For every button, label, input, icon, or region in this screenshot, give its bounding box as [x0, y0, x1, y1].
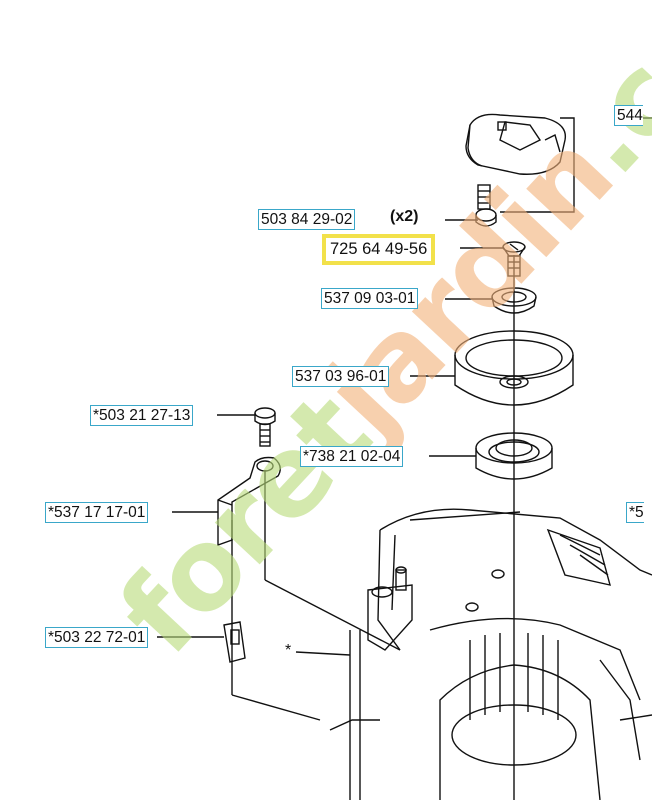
part-label-right-partial: *5 [626, 502, 644, 523]
bearing [475, 432, 553, 480]
top-bracket-part [465, 113, 567, 175]
crankcase-post [349, 566, 413, 800]
guide-line [231, 694, 321, 721]
screw-upper [475, 184, 497, 227]
part-label-725-64-49-56-highlighted: 725 64 49-56 [322, 234, 436, 265]
quantity-label: (x2) [390, 208, 419, 225]
screw-left [254, 407, 276, 447]
cup-washer [491, 287, 537, 314]
part-label-537-17-17-01: *537 17 17-01 [45, 502, 149, 523]
asterisk-marker: * [285, 642, 292, 659]
part-label-537-09-03-01: 537 09 03-01 [321, 288, 419, 309]
part-label-503-22-72-01: *503 22 72-01 [45, 627, 149, 648]
spring-clip [223, 621, 246, 663]
guide-line [264, 579, 401, 651]
part-label-503-84-29-02: 503 84 29-02 [258, 209, 356, 230]
part-label-503-21-27-13: *503 21 27-13 [90, 405, 194, 426]
leader-line [500, 117, 575, 213]
part-label-537-03-96-01: 537 03 96-01 [292, 366, 390, 387]
lever-arm [217, 456, 281, 546]
clutch-drum [454, 330, 574, 406]
screw-countersunk [502, 241, 526, 277]
part-label-738-21-02-04: *738 21 02-04 [300, 446, 404, 467]
crankcase [329, 508, 652, 800]
leader-line [295, 651, 351, 656]
part-label-top-partial: 544 [614, 105, 643, 126]
